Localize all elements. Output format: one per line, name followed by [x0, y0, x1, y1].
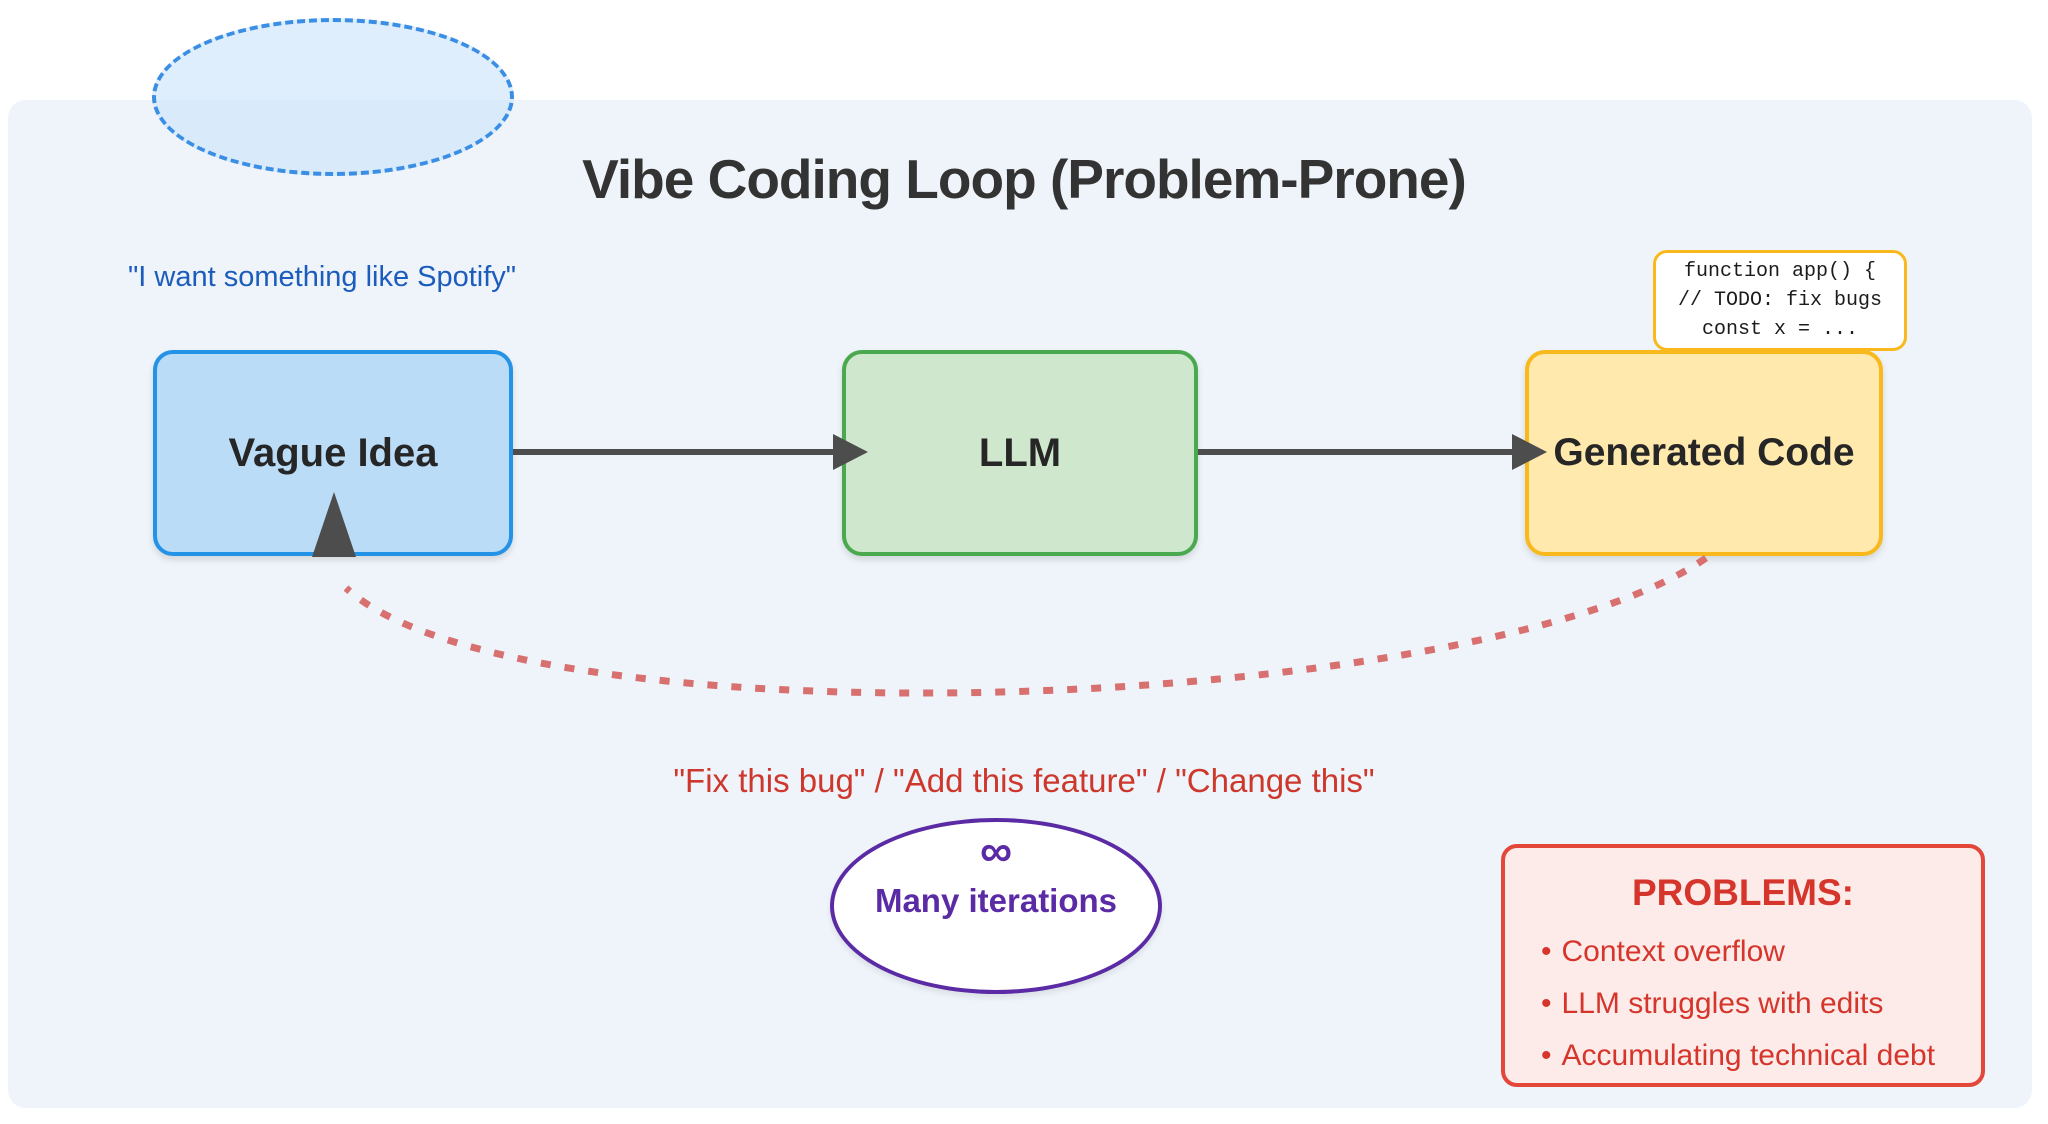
node-generated-code: Generated Code — [1525, 350, 1883, 556]
user-prompt-label: "I want something like Spotify" — [128, 261, 517, 293]
problem-item-text: LLM struggles with edits — [1561, 987, 1884, 1020]
idea-cloud-ellipse — [152, 18, 514, 176]
node-vague-idea-label: Vague Idea — [228, 430, 438, 475]
infinity-icon: ∞ — [979, 825, 1013, 876]
code-line: // TODO: fix bugs — [1677, 289, 1883, 312]
node-llm-label: LLM — [978, 430, 1062, 475]
iteration-prompts-label: "Fix this bug" / "Add this feature" / "C… — [673, 762, 1375, 799]
bullet-icon: • — [1541, 935, 1552, 968]
problem-item: • Context overflow — [1541, 926, 1981, 978]
problems-box: PROBLEMS: • Context overflow • LLM struggl… — [1501, 844, 1985, 1087]
page-title: Vibe Coding Loop (Problem-Prone) — [582, 148, 1467, 210]
problem-item-text: Accumulating technical debt — [1561, 1039, 1936, 1072]
iterations-ellipse: ∞ Many iterations — [830, 818, 1162, 994]
problem-item-text: Context overflow — [1561, 935, 1785, 968]
bullet-icon: • — [1541, 987, 1552, 1020]
code-line: function app() { — [1683, 260, 1877, 283]
problem-item: • LLM struggles with edits — [1541, 978, 1981, 1030]
problem-item: • Accumulating technical debt — [1541, 1030, 1981, 1082]
node-llm: LLM — [842, 350, 1198, 556]
problems-title: PROBLEMS: — [1632, 872, 1854, 913]
code-snippet-callout: function app() { // TODO: fix bugs const… — [1653, 250, 1907, 351]
iterations-label: Many iterations — [874, 882, 1118, 919]
bullet-icon: • — [1541, 1039, 1552, 1072]
code-line: const x = ... — [1701, 318, 1859, 341]
node-vague-idea: Vague Idea — [153, 350, 513, 556]
node-generated-code-label: Generated Code — [1553, 431, 1855, 474]
problems-list: • Context overflow • LLM struggles with ed… — [1505, 926, 1981, 1082]
